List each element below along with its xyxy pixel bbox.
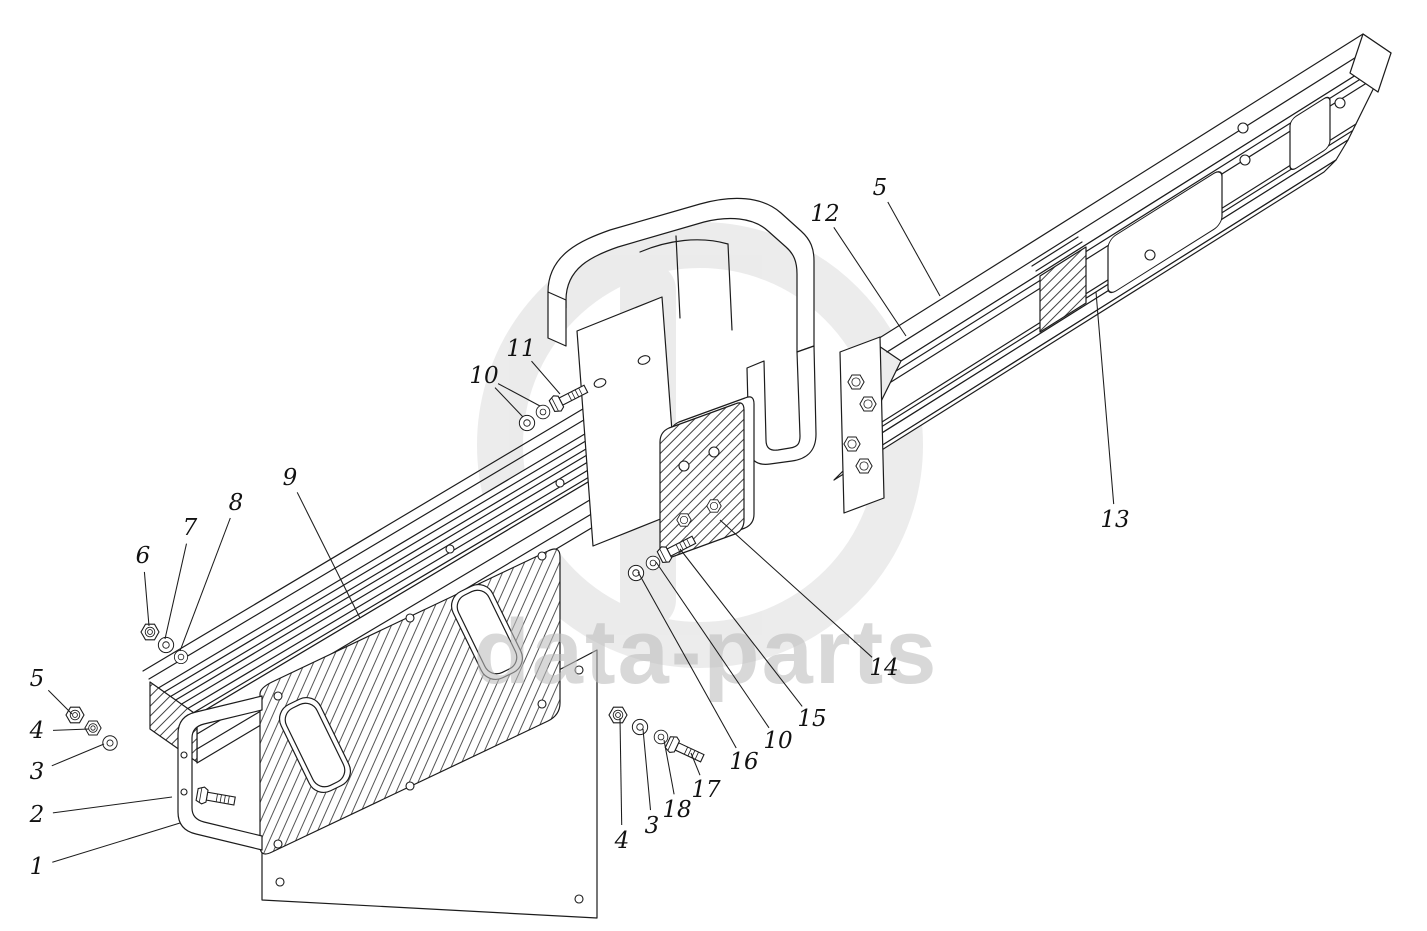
watermark-text: data-parts xyxy=(474,601,939,703)
callout-leader-10 xyxy=(655,561,770,729)
callout-leader-1 xyxy=(52,822,181,863)
cab-bracket xyxy=(547,197,817,465)
washer-7 xyxy=(157,636,175,654)
callout-leader-3 xyxy=(51,743,105,767)
rail-end-plate xyxy=(839,336,885,514)
end-bracket xyxy=(177,695,263,851)
rivet-hole xyxy=(1239,154,1251,166)
washer-10 xyxy=(535,404,551,420)
callout-label-7: 7 xyxy=(183,515,198,541)
callout-leader-7 xyxy=(164,543,188,640)
callout-leader-13 xyxy=(1095,291,1115,505)
rail-small-plate xyxy=(1289,96,1331,171)
callout-label-5: 5 xyxy=(873,175,888,201)
callout-label-6: 6 xyxy=(136,543,151,569)
callout-leader-3 xyxy=(642,728,652,811)
mounting-back-plate xyxy=(576,296,679,547)
end-plate-bolt xyxy=(859,396,877,412)
nut-4 xyxy=(608,706,628,724)
callout-label-10: 10 xyxy=(763,728,792,754)
callout-leader-10 xyxy=(497,383,541,407)
callout-leader-6 xyxy=(143,571,150,627)
callout-label-10: 10 xyxy=(469,363,498,389)
callout-leader-4 xyxy=(52,728,90,731)
mounting-plate xyxy=(659,396,755,560)
watermark-ring xyxy=(477,222,923,668)
nut-5 xyxy=(65,706,85,724)
rivet-hole xyxy=(1334,97,1346,109)
nut-4 xyxy=(84,720,102,736)
callout-leader-16 xyxy=(637,571,737,749)
callout-leader-8 xyxy=(179,517,231,652)
callout-label-3: 3 xyxy=(30,759,45,785)
end-plate-bolt xyxy=(847,374,865,390)
callout-label-4: 4 xyxy=(29,718,45,744)
callout-leader-2 xyxy=(52,796,173,814)
callout-leader-4 xyxy=(619,717,623,826)
rear-frame-rail xyxy=(833,33,1392,481)
callout-leader-10 xyxy=(494,387,524,418)
callout-label-16: 16 xyxy=(729,749,758,775)
plate-bolt xyxy=(706,499,722,513)
callout-label-13: 13 xyxy=(1100,507,1129,533)
rail-gusset-section xyxy=(1039,246,1087,333)
washer-8 xyxy=(173,649,189,665)
callout-label-4: 4 xyxy=(614,828,630,854)
end-plate-bolt xyxy=(843,436,861,452)
callout-label-8: 8 xyxy=(229,490,244,516)
callout-leader-12 xyxy=(833,227,907,337)
step-plate xyxy=(259,548,561,855)
callout-label-9: 9 xyxy=(283,465,298,491)
callout-label-14: 14 xyxy=(869,655,898,681)
callout-leader-17 xyxy=(690,752,701,776)
callout-leader-5 xyxy=(887,201,941,297)
step-plate-cutout xyxy=(450,584,524,680)
callout-label-5: 5 xyxy=(30,666,45,692)
washer-18 xyxy=(653,729,669,745)
callout-label-18: 18 xyxy=(662,797,691,823)
rail-end-face xyxy=(1349,33,1392,93)
cab-bracket-strap xyxy=(746,345,817,465)
rail-reinforcement-plate xyxy=(1107,171,1223,294)
washer-10 xyxy=(645,555,661,571)
callout-label-1: 1 xyxy=(30,854,45,880)
callout-leader-11 xyxy=(531,360,561,395)
callout-label-12: 12 xyxy=(810,201,839,227)
callout-leader-14 xyxy=(719,519,873,658)
rivet-hole xyxy=(1144,249,1156,261)
callout-label-15: 15 xyxy=(797,706,826,732)
callout-label-2: 2 xyxy=(29,802,45,828)
bolt-2 xyxy=(195,785,237,810)
callout-label-11: 11 xyxy=(506,336,535,362)
callout-leader-5 xyxy=(47,689,73,715)
nut-6 xyxy=(140,623,160,641)
washer-3 xyxy=(631,718,649,736)
washer-10 xyxy=(518,414,536,432)
callout-leader-15 xyxy=(679,548,803,707)
plate-bolt xyxy=(676,513,692,527)
end-plate-bolt xyxy=(855,458,873,474)
bolt-17 xyxy=(663,733,707,767)
rivet-hole xyxy=(1237,122,1249,134)
callout-leader-18 xyxy=(663,739,675,795)
callout-label-17: 17 xyxy=(691,777,721,803)
washer-3 xyxy=(102,735,118,751)
callout-label-3: 3 xyxy=(645,813,660,839)
callout-leader-9 xyxy=(296,492,361,619)
step-plate-cutout xyxy=(278,697,352,793)
